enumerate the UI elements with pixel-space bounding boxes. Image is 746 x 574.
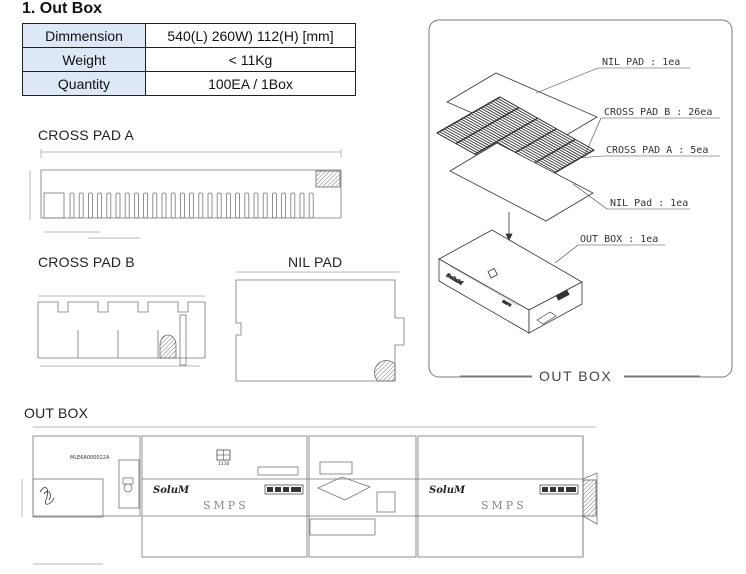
table-row: Dimmension 540(L) 260W) 112(H) [mm]	[22, 23, 356, 48]
spec-table: Dimmension 540(L) 260W) 112(H) [mm] Weig…	[22, 23, 356, 96]
product-name-2: SMPS	[481, 499, 527, 512]
product-name-1: SMPS	[203, 499, 249, 512]
section-title: 1. Out Box	[22, 0, 103, 17]
out-box-3d: SoluM SMPS	[438, 229, 583, 334]
out-box-flat-drawing	[21, 426, 598, 565]
cross-pad-a-label: CROSS PAD A	[38, 127, 135, 143]
nil-pad-drawing	[235, 271, 405, 382]
nil-pad-label: NIL PAD	[288, 254, 343, 270]
cross-pad-a-drawing	[29, 149, 342, 239]
callout-out-box: OUT BOX : 1ea	[580, 234, 658, 245]
exploded-view-frame: OUT BOX	[428, 19, 733, 384]
table-row: Quantity 100EA / 1Box	[22, 71, 356, 96]
exploded-layers: SoluM SMPS	[436, 72, 598, 334]
part-number: MLE6A000022A	[70, 455, 110, 461]
callout-cross-pad-a: CROSS PAD A : 5ea	[606, 145, 708, 156]
cross-pad-b-label: CROSS PAD B	[38, 254, 135, 270]
brand-logo-1: SoluM	[153, 485, 190, 496]
spec-value-dimension: 540(L) 260W) 112(H) [mm]	[145, 23, 356, 48]
brand-logo-2: SoluM	[429, 485, 466, 496]
cross-pad-b-drawing	[37, 295, 206, 367]
svg-text:SMPS: SMPS	[502, 299, 513, 308]
table-row: Weight < 11Kg	[22, 47, 356, 72]
spec-key-weight: Weight	[22, 47, 146, 72]
nil-pad-bottom-layer	[449, 142, 594, 222]
callout-nil-pad-top: NIL PAD : 1ea	[602, 57, 680, 68]
out-box-label: OUT BOX	[24, 405, 89, 421]
callout-nil-pad-bottom: NIL Pad : 1ea	[610, 198, 688, 209]
callout-cross-pad-b: CROSS PAD B : 26ea	[604, 107, 712, 118]
callout-leaders	[535, 67, 720, 264]
qty-mark: 1130	[218, 461, 230, 467]
spec-key-quantity: Quantity	[22, 71, 146, 96]
exploded-view-title: OUT BOX	[539, 368, 612, 384]
spec-value-quantity: 100EA / 1Box	[145, 71, 356, 96]
box-print-content: MLE6A000022A 1130 SoluM SMPS SoluM SMPS	[70, 449, 579, 512]
